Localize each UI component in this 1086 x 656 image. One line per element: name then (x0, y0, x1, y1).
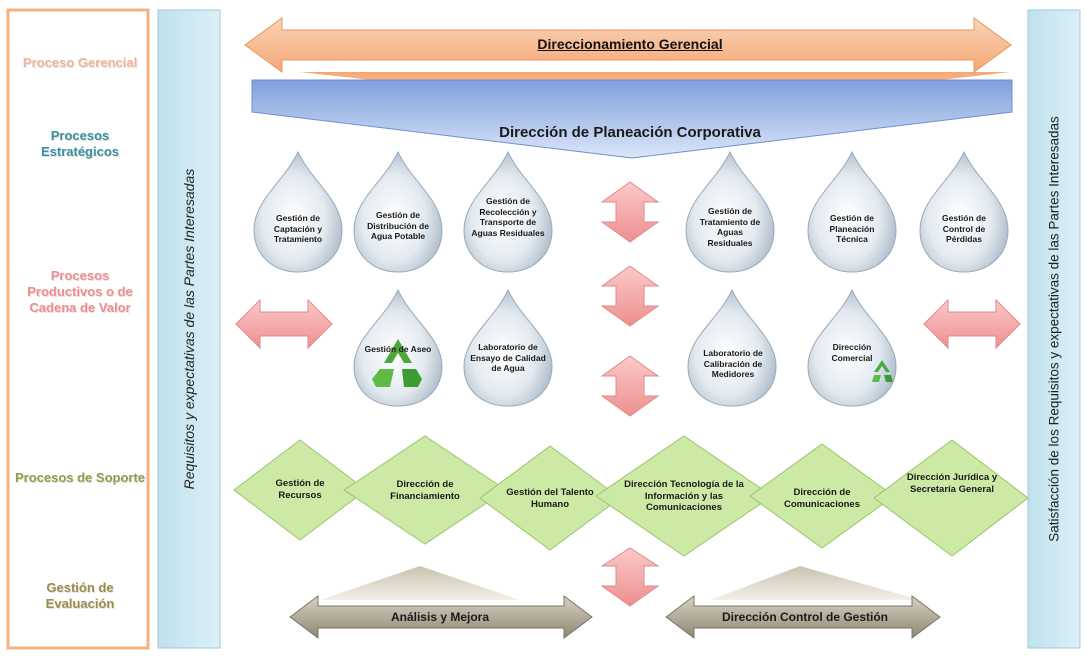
planning-title: Dirección de Planeación Corporativa (499, 124, 761, 141)
vertical-double-arrow (600, 355, 660, 417)
category-soporte: Procesos de Soporte (14, 470, 146, 485)
drop-label: Laboratorio de Ensayo de Calidad de Agua (470, 342, 546, 373)
support-label: Gestión del Talento Humano (506, 487, 594, 510)
evaluation-label: Análisis y Mejora (390, 610, 490, 624)
right-side-band (1027, 9, 1081, 649)
support-diamond (873, 439, 1029, 557)
category-gerencial: Proceso Gerencial (22, 55, 138, 70)
drop-label: Gestión de Planeación Técnica (829, 213, 875, 244)
planning-chevron (251, 79, 1013, 159)
vertical-double-arrow (600, 547, 660, 607)
evaluation-arrow-right (665, 595, 941, 639)
drops-row-1 (253, 150, 1009, 273)
left-side-band (157, 9, 221, 649)
drop-label: Gestión de Aseo (364, 344, 432, 354)
drop-label: Gestión de Tratamiento de Aguas Residual… (699, 206, 761, 248)
drop-label: Laboratorio de Calibración de Medidores (703, 348, 763, 379)
evaluation-triangle-right (710, 566, 920, 600)
water-drop (919, 150, 1009, 273)
left-horizontal-double-arrow (235, 298, 333, 350)
support-label: Gestión de Recursos (275, 478, 325, 501)
evaluation-label: Dirección Control de Gestión (721, 610, 889, 624)
water-drop (253, 150, 343, 273)
water-drop (353, 150, 443, 273)
recycle-icon (372, 339, 422, 387)
vertical-double-arrow (600, 181, 660, 243)
pink-vertical-arrows (600, 181, 660, 607)
support-label: Dirección Jurídica y Secretaría General (906, 472, 998, 495)
category-productivos: Procesos Productivos o de Cadena de Valo… (27, 268, 133, 315)
right-horizontal-double-arrow (923, 298, 1021, 350)
left-side-text: Requisitos y expectativas de las Partes … (181, 168, 197, 490)
drop-label: Gestión de Recolección y Transporte de A… (471, 196, 545, 238)
support-diamonds (233, 435, 1029, 557)
support-label: Dirección de Comunicaciones (783, 487, 861, 510)
drop-label: Gestión de Control de Pérdidas (942, 213, 986, 244)
support-label: Dirección Tecnología de la Información y… (624, 479, 744, 513)
category-frame (6, 8, 150, 650)
drop-label: Dirección Comercial (831, 342, 873, 363)
water-drop (807, 150, 897, 273)
drop-label: Gestión de Captación y Tratamiento (273, 213, 323, 244)
evaluation-arrow-left (289, 595, 593, 639)
management-arrow (244, 17, 1012, 73)
category-estrategicos: Procesos Estratégicos (40, 128, 120, 159)
right-side-text: Satisfacción de los Requisitos y expecta… (1046, 116, 1062, 542)
water-drop (463, 288, 553, 407)
category-evaluacion: Gestión de Evaluación (45, 580, 115, 611)
water-drop (685, 150, 775, 273)
recycle-icon (872, 360, 893, 382)
support-label: Dirección de Financiamiento (390, 479, 460, 502)
water-drop (463, 150, 553, 273)
water-drop (687, 288, 777, 407)
drop-label: Gestión de Distribución de Agua Potable (367, 210, 429, 241)
evaluation-triangle-left (320, 566, 520, 600)
management-title: Direccionamiento Gerencial (537, 36, 723, 52)
vertical-double-arrow (600, 265, 660, 327)
